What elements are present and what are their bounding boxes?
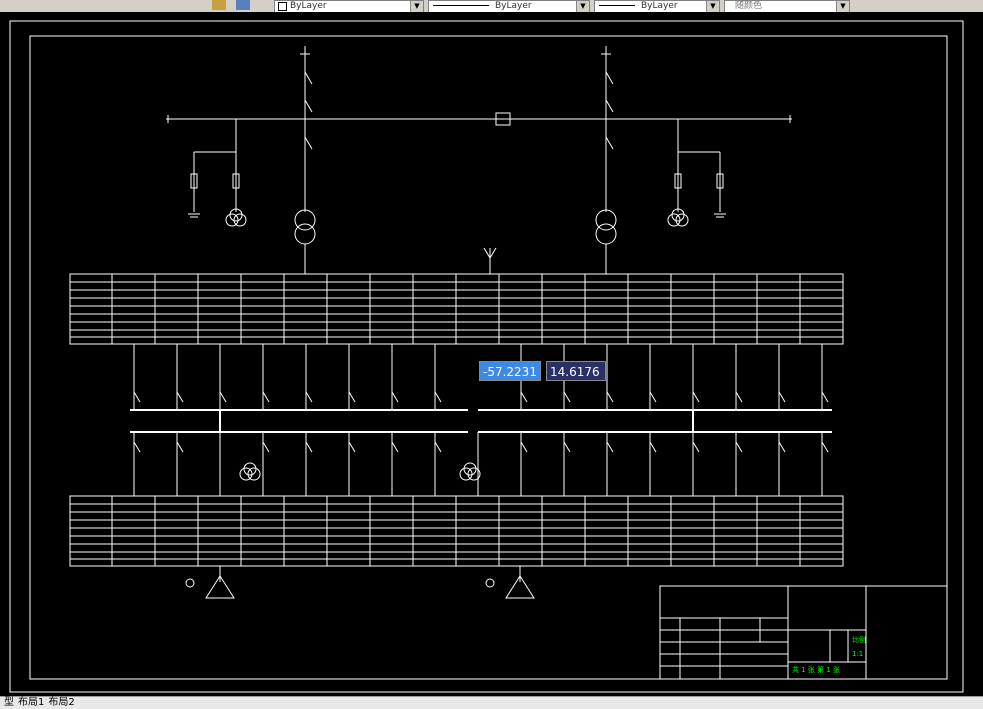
tab-layout1[interactable]: 布局1 [18, 697, 45, 708]
dynamic-input-y[interactable]: 14.6176 [546, 361, 606, 381]
linetype-preview-icon [433, 5, 489, 6]
plotstyle-control-label: 随颜色 [735, 1, 763, 11]
chevron-down-icon[interactable]: ▼ [706, 1, 719, 12]
color-swatch-icon [278, 2, 287, 11]
title-sheet-text: 共 1 张 第 1 张 [792, 665, 840, 674]
generator-symbols [185, 566, 535, 599]
outer-frame [9, 20, 964, 693]
drawing-canvas[interactable]: 比例 1:1 共 1 张 第 1 张 -57.2231 14.6176 [0, 12, 983, 696]
properties-toolbar: ByLayer ▼ ByLayer ▼ ByLayer ▼ 随颜色 ▼ [0, 0, 983, 13]
title-scale-value: 1:1 [852, 650, 863, 658]
tab-layout2[interactable]: 布局2 [48, 697, 75, 708]
lineweight-control[interactable]: ByLayer ▼ [594, 0, 720, 12]
lower-feeders [133, 432, 829, 496]
layout-tab-bar: 型 布局1 布局2 [0, 696, 983, 709]
dynamic-input-x[interactable]: -57.2231 [479, 361, 541, 381]
linetype-control[interactable]: ByLayer ▼ [428, 0, 590, 12]
lineweight-preview-icon [599, 5, 635, 6]
single-line-diagram: 比例 1:1 共 1 张 第 1 张 [9, 20, 964, 693]
title-scale-label: 比例 [852, 635, 866, 644]
title-block [659, 585, 948, 680]
inner-frame [29, 35, 948, 680]
upper-cabinet-table [69, 273, 844, 345]
color-control-label: ByLayer [290, 1, 327, 11]
color-control[interactable]: ByLayer ▼ [274, 0, 424, 12]
plotstyle-control[interactable]: 随颜色 ▼ [724, 0, 850, 12]
chevron-down-icon[interactable]: ▼ [410, 1, 423, 12]
lineweight-control-label: ByLayer [641, 1, 678, 11]
tab-model[interactable]: 型 [4, 697, 14, 708]
lower-cabinet-table [69, 495, 844, 567]
chevron-down-icon[interactable]: ▼ [836, 1, 849, 12]
linetype-control-label: ByLayer [495, 1, 532, 11]
layer-previous-icon[interactable] [236, 0, 250, 10]
chevron-down-icon[interactable]: ▼ [576, 1, 589, 12]
layer-state-icon[interactable] [212, 0, 226, 10]
